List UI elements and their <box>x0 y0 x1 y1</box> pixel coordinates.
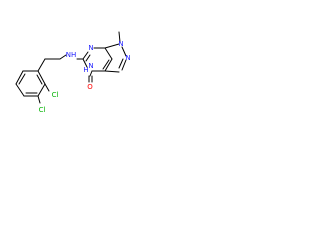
bond-pyr-3-double <box>118 58 124 69</box>
bond-pym-4 <box>104 58 113 72</box>
bond-ring-b <box>15 83 25 97</box>
bond-ring-a-double <box>18 73 26 85</box>
bond-pyr-4 <box>104 70 120 73</box>
bond-pyr-1 <box>104 43 120 49</box>
atom-n-ring-top: N <box>88 44 93 52</box>
bond-ring-d <box>37 83 46 97</box>
bond-cl-bottom <box>37 95 41 104</box>
atom-nh-ring: H <box>83 66 88 74</box>
bond-ring-a <box>15 70 24 85</box>
atom-labels: Cl Cl NH N N H N N O <box>39 40 131 114</box>
bond-pym-1-double <box>85 54 91 62</box>
bond-ring-e-double <box>36 74 43 85</box>
bond-pym-1 <box>82 51 89 60</box>
bond-pym-6 <box>82 58 88 68</box>
atom-cl-bottom: Cl <box>39 106 46 114</box>
bond-pym-4-double <box>102 59 110 70</box>
molecule-svg: Cl Cl NH N N H N N O <box>15 31 131 114</box>
bond-ring-e <box>37 70 46 85</box>
atom-cl-top: Cl <box>52 91 59 99</box>
bond-pyr-2 <box>121 46 127 57</box>
bond-pyr-3 <box>121 59 127 71</box>
atom-nh-amine: NH <box>66 51 77 59</box>
bonds <box>15 31 127 104</box>
bond-c-ring-carbonyl <box>89 70 93 77</box>
bond-ch2-1 <box>37 58 46 72</box>
molecule-structure-diagram: Cl Cl NH N N H N N O <box>0 0 152 152</box>
bond-pym-3 <box>104 47 113 60</box>
atom-n-pyrazole-top: N <box>118 40 123 48</box>
bond-cl-top <box>44 83 50 92</box>
atom-o-carbonyl: O <box>87 83 93 91</box>
bond-ch2-nh <box>59 54 67 60</box>
atom-n-ring-left: N <box>88 62 93 70</box>
bond-methyl <box>118 31 121 43</box>
atom-n-pyrazole-right: N <box>125 54 130 62</box>
